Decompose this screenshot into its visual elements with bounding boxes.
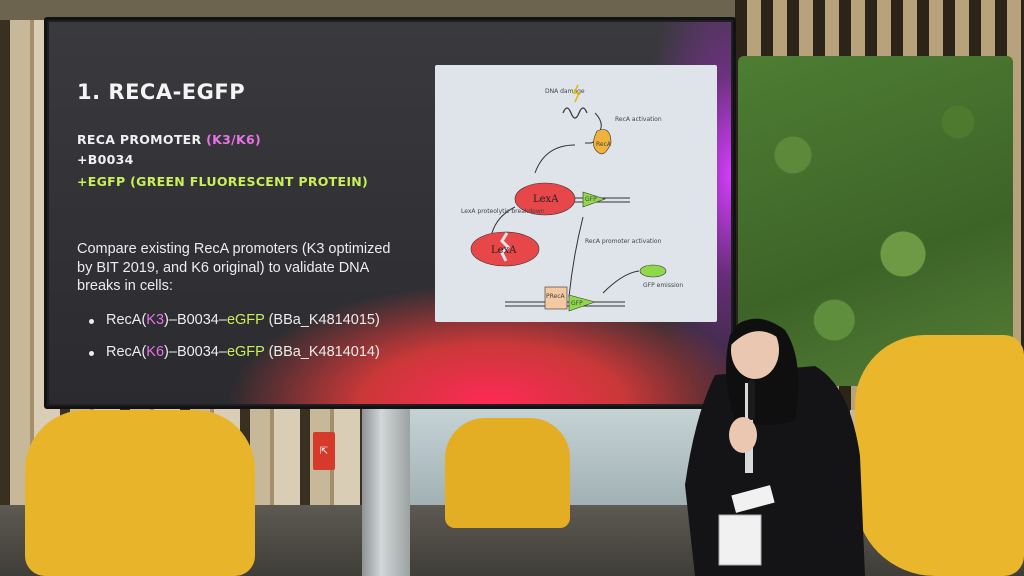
presenter (685, 318, 865, 576)
arrow-icon (534, 144, 576, 174)
bullet-dot-icon (89, 319, 94, 324)
construct-text: RecA(K6)–B0034–eGFP (BBa_K4814014) (106, 344, 380, 360)
label-reca: RecA (596, 141, 612, 148)
spec-promoter: RECA PROMOTER (K3/K6) (77, 132, 407, 147)
label-promoter-activation: RecA promoter activation (585, 238, 662, 245)
slide-title: 1. RECA-EGFP (77, 80, 246, 104)
cue-cards (731, 485, 775, 513)
yellow-blob-middle (445, 418, 570, 528)
label-lexa-broken: LexA (491, 245, 517, 256)
promoter-icon (544, 286, 568, 310)
name-badge (718, 514, 762, 566)
damaged-dna-icon (562, 107, 588, 119)
spec-egfp: +EGFP (GREEN FLUORESCENT PROTEIN) (77, 174, 369, 189)
presentation-slide: 1. RECA-EGFP RECA PROMOTER (K3/K6) +B003… (49, 22, 731, 404)
bullet-dot-icon (89, 351, 94, 356)
gfp-gene-icon (582, 191, 606, 208)
display-screen: 1. RECA-EGFP RECA PROMOTER (K3/K6) +B003… (44, 17, 736, 409)
label-lexa: LexA (533, 194, 559, 205)
reca-protein-icon (593, 129, 612, 155)
slide-description: Compare existing RecA promoters (K3 opti… (77, 241, 391, 294)
microphone-icon (748, 380, 755, 420)
yellow-blob-left (25, 410, 255, 576)
spec-promoter-label: RECA PROMOTER (77, 132, 207, 147)
label-dna-damage: DNA damage (545, 88, 585, 95)
lightning-icon (572, 84, 581, 103)
gfp-protein-icon (639, 264, 667, 278)
label-gfp-active: GFP (571, 300, 583, 307)
presenter-hand (729, 417, 757, 453)
spec-rbs: +B0034 (77, 152, 134, 167)
list-item: RecA(K6)–B0034–eGFP (BBa_K4814014) (89, 344, 449, 360)
lexa-protein-icon (514, 182, 576, 216)
construct-text: RecA(K3)–B0034–eGFP (BBa_K4814015) (106, 312, 380, 328)
label-gfp: GFP (585, 196, 597, 203)
construct-list: RecA(K3)–B0034–eGFP (BBa_K4814015) RecA(… (89, 312, 449, 376)
exit-sign-icon: ⇱ (313, 432, 335, 470)
arrow-icon (568, 216, 584, 298)
list-item: RecA(K3)–B0034–eGFP (BBa_K4814015) (89, 312, 449, 328)
spec-promoter-variant: (K3/K6) (206, 132, 261, 147)
mechanism-diagram: DNA damage RecA activation RecA LexA (435, 65, 717, 322)
yellow-blob-right (855, 335, 1024, 576)
diagram-svg: DNA damage RecA activation RecA LexA (461, 84, 683, 312)
metal-pillar (362, 408, 410, 576)
label-gfp-emission: GFP emission (643, 282, 683, 289)
gfp-gene-active-icon (568, 294, 597, 312)
label-reca-activation: RecA activation (615, 116, 662, 123)
arrow-icon (602, 270, 640, 294)
label-lexa-breakdown: LexA proteolytic breakdown (461, 208, 545, 215)
label-preca: PRecA (546, 293, 566, 300)
